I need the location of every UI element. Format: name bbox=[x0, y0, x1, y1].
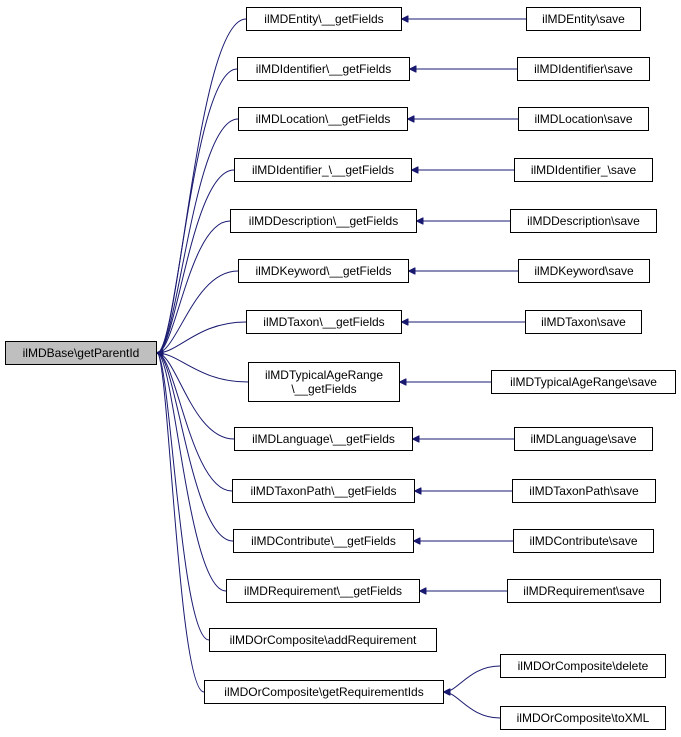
node-ilmdidentifier2-save[interactable]: ilMDIdentifier_\save bbox=[514, 158, 653, 182]
node-ilmdentity-save[interactable]: ilMDEntity\save bbox=[526, 7, 641, 31]
node-ilmdlocation-getfields[interactable]: ilMDLocation\__getFields bbox=[238, 107, 408, 131]
node-ilmddescription-save[interactable]: ilMDDescription\save bbox=[510, 209, 657, 233]
edge-tax_get-to-root bbox=[157, 321, 247, 353]
node-ilmdidentifier2-getfields[interactable]: ilMDIdentifier_\__getFields bbox=[234, 158, 412, 182]
edge-desc_get-to-root bbox=[157, 220, 231, 353]
node-ilmdidentifier-getfields[interactable]: ilMDIdentifier\__getFields bbox=[237, 57, 410, 81]
node-ilmdentity-getfields[interactable]: ilMDEntity\__getFields bbox=[246, 7, 402, 31]
node-ilmdtaxon-save[interactable]: ilMDTaxon\save bbox=[525, 310, 642, 334]
node-root-ilmdbase-getparentid: ilMDBase\getParentId bbox=[5, 341, 157, 365]
edge-loc_get-to-root bbox=[157, 118, 239, 353]
node-ilmdkeyword-save[interactable]: ilMDKeyword\save bbox=[518, 259, 650, 283]
node-ilmdidentifier-save[interactable]: ilMDIdentifier\save bbox=[517, 57, 650, 81]
edge-lang_get-to-root bbox=[157, 353, 235, 440]
node-ilmdlanguage-getfields[interactable]: ilMDLanguage\__getFields bbox=[234, 427, 413, 451]
edge-kw_get-to-root bbox=[157, 270, 239, 353]
edge-id_get-to-root bbox=[157, 68, 238, 353]
edge-tar_get-to-root bbox=[157, 353, 249, 383]
edge-req_get-to-root bbox=[157, 353, 227, 592]
edge-tp_get-to-root bbox=[157, 353, 233, 492]
edge-or_toxml-to-or_getreq bbox=[444, 692, 501, 719]
node-ilmdtypicalagerange-getfields[interactable]: ilMDTypicalAgeRange \__getFields bbox=[248, 362, 400, 402]
node-ilmdorcomposite-delete[interactable]: ilMDOrComposite\delete bbox=[500, 654, 666, 678]
node-ilmdrequirement-save[interactable]: ilMDRequirement\save bbox=[507, 579, 661, 603]
node-ilmdlocation-save[interactable]: ilMDLocation\save bbox=[518, 107, 649, 131]
edge-con_get-to-root bbox=[157, 353, 234, 542]
node-ilmdtaxonpath-save[interactable]: ilMDTaxonPath\save bbox=[512, 479, 656, 503]
node-ilmdorcomposite-toxml[interactable]: ilMDOrComposite\toXML bbox=[500, 706, 666, 730]
edge-or_getreq-to-root bbox=[157, 353, 205, 693]
edge-id2_get-to-root bbox=[157, 169, 235, 353]
edge-or_addreq-to-root bbox=[157, 353, 210, 641]
node-ilmdtypicalagerange-save[interactable]: ilMDTypicalAgeRange\save bbox=[491, 370, 676, 394]
node-ilmdorcomposite-addrequirement[interactable]: ilMDOrComposite\addRequirement bbox=[209, 628, 437, 652]
node-ilmdcontribute-save[interactable]: ilMDContribute\save bbox=[513, 529, 654, 553]
node-ilmdtaxon-getfields[interactable]: ilMDTaxon\__getFields bbox=[246, 310, 402, 334]
node-ilmdcontribute-getfields[interactable]: ilMDContribute\__getFields bbox=[233, 529, 414, 553]
node-ilmdrequirement-getfields[interactable]: ilMDRequirement\__getFields bbox=[226, 579, 420, 603]
node-ilmdlanguage-save[interactable]: ilMDLanguage\save bbox=[514, 427, 653, 451]
node-ilmddescription-getfields[interactable]: ilMDDescription\__getFields bbox=[230, 209, 417, 233]
node-ilmdkeyword-getfields[interactable]: ilMDKeyword\__getFields bbox=[238, 259, 409, 283]
node-ilmdorcomposite-getrequirementids[interactable]: ilMDOrComposite\getRequirementIds bbox=[204, 680, 444, 704]
node-ilmdtaxonpath-getfields[interactable]: ilMDTaxonPath\__getFields bbox=[232, 479, 415, 503]
